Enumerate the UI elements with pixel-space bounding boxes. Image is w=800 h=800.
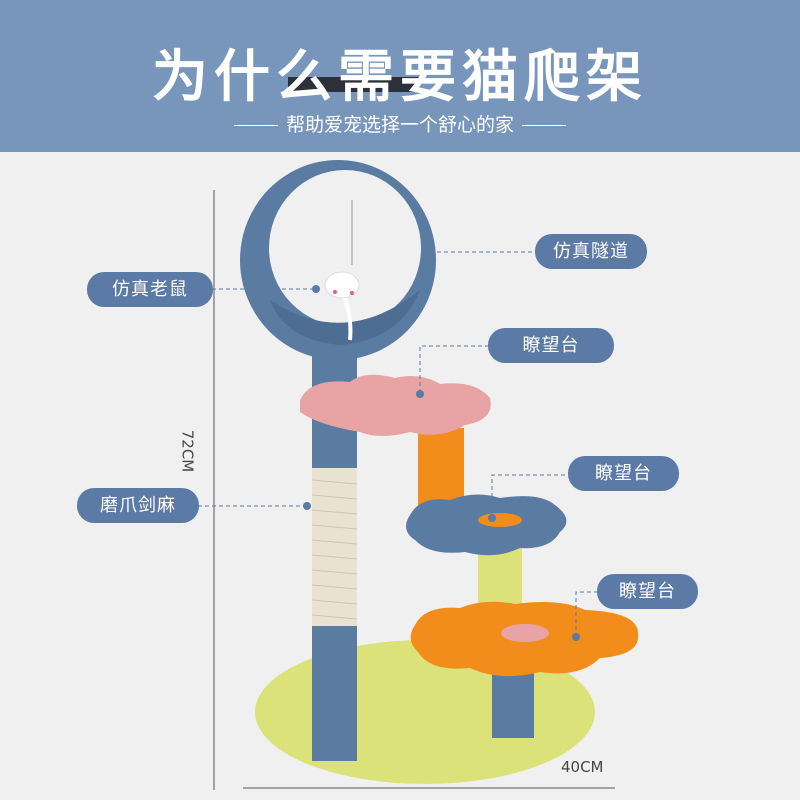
pink-platform: [300, 374, 491, 436]
main-pole-bottom: [312, 626, 357, 761]
label-tunnel: 仿真隧道: [535, 234, 647, 269]
label-platform-mid: 瞭望台: [568, 456, 679, 491]
label-platform-top: 瞭望台: [488, 328, 614, 363]
header-banner: [0, 0, 800, 152]
toy-mouse: [324, 271, 360, 299]
divider: [233, 125, 278, 126]
label-sisal: 磨爪剑麻: [77, 488, 199, 523]
height-label: 72CM: [178, 429, 197, 473]
divider: [522, 125, 566, 126]
platform-top-leader-line: [419, 345, 488, 393]
label-platform-low: 瞭望台: [597, 574, 698, 609]
width-label: 40CM: [561, 758, 604, 776]
platform-low-leader-line: [575, 591, 597, 637]
label-mouse: 仿真老鼠: [87, 272, 213, 307]
platform-mid-leader-line: [491, 474, 568, 518]
title-highlight: [288, 77, 419, 92]
sisal-post: [312, 468, 357, 628]
page-title: 为什么需要猫爬架: [152, 45, 648, 110]
subtitle: 帮助爱宠选择一个舒心的家: [0, 110, 800, 137]
subtitle-text: 帮助爱宠选择一个舒心的家: [285, 114, 514, 136]
